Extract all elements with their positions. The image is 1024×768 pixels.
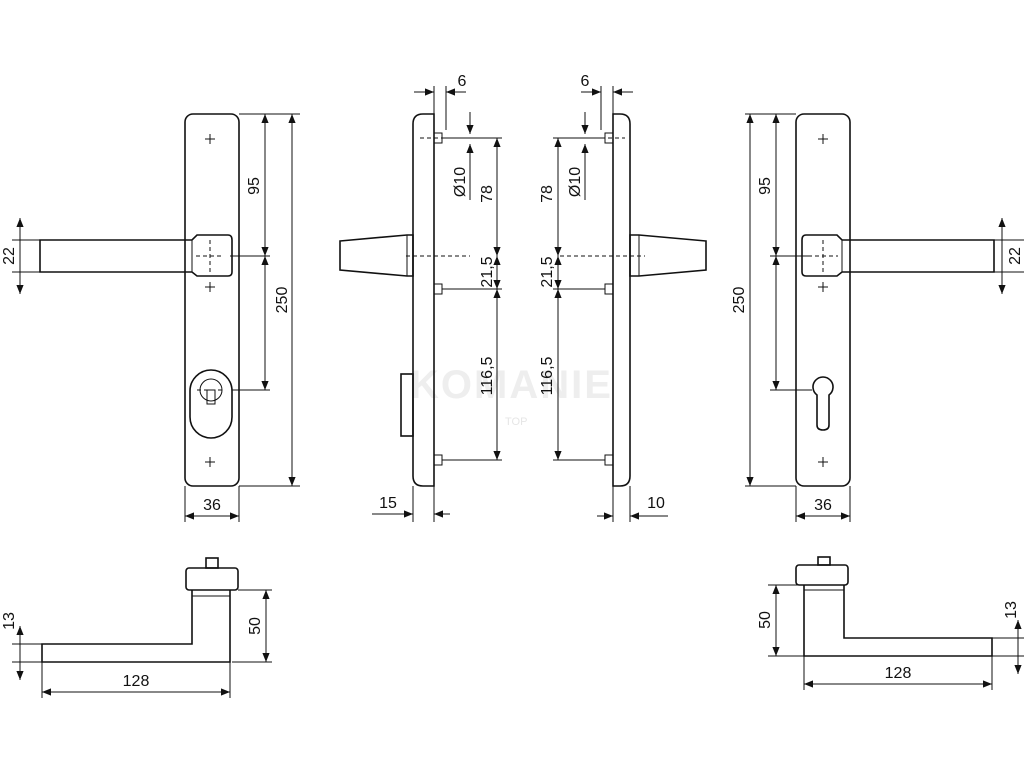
dim-13-left: 13: [1, 612, 18, 630]
lever-side-left: [339, 234, 414, 277]
dim-dia10-left: Ø10: [452, 167, 469, 197]
dim-250-right: 250: [731, 287, 748, 314]
rose-right: [795, 564, 849, 586]
dim-10: 10: [647, 495, 665, 512]
dim-78-left: 78: [479, 185, 496, 203]
lever-plan-left: 13 50 128: [1, 557, 272, 698]
front-view-right: 95 250 22 36: [731, 113, 1024, 522]
key-profile-right: [812, 376, 834, 431]
dim-128-left: 128: [123, 673, 150, 690]
dim-21-5-left: 21,5: [479, 256, 496, 287]
backplate-right: [795, 113, 851, 487]
lever-front-right: [801, 234, 995, 277]
dim-dia10-right: Ø10: [567, 167, 584, 197]
lever-front-left: [39, 234, 233, 277]
backplate-left: [184, 113, 240, 487]
lever-arm-left: [41, 590, 231, 663]
dim-36-right: 36: [814, 497, 832, 514]
dim-6-right: 6: [581, 73, 590, 90]
side-view-right: 6 Ø10 78 21,5 116,5 10: [539, 73, 707, 522]
front-view-left: 22 95 250 36: [1, 113, 300, 522]
rose-left: [185, 567, 239, 591]
lever-plan-right: 50 13 128: [757, 556, 1024, 690]
dim-95-right: 95: [757, 177, 774, 195]
side-plate-right: [612, 113, 631, 487]
dim-22-left: 22: [1, 247, 18, 265]
dim-128-right: 128: [885, 665, 912, 682]
watermark-sub: TOP: [505, 416, 527, 428]
side-plate-left: [412, 113, 435, 487]
dim-116-5-left: 116,5: [479, 356, 496, 395]
dim-78-right: 78: [539, 185, 556, 203]
dim-22-right: 22: [1007, 247, 1024, 265]
dim-50-right: 50: [757, 611, 774, 629]
dim-50-left: 50: [247, 617, 264, 635]
dim-250-left: 250: [274, 287, 291, 314]
dim-13-right: 13: [1003, 601, 1020, 619]
lever-arm-right: [803, 585, 993, 657]
watermark: KOMANIE: [410, 363, 613, 407]
dim-36-left: 36: [203, 497, 221, 514]
dim-95-left: 95: [246, 177, 263, 195]
side-view-left: 6 Ø10 78 21,5 116,5 15: [339, 73, 502, 522]
dim-15: 15: [379, 495, 397, 512]
dim-21-5-right: 21,5: [539, 256, 556, 287]
dim-116-5-right: 116,5: [539, 356, 556, 395]
key-escutcheon-left: [189, 369, 233, 439]
dim-6-left: 6: [458, 73, 467, 90]
lever-side-right: [629, 234, 707, 277]
